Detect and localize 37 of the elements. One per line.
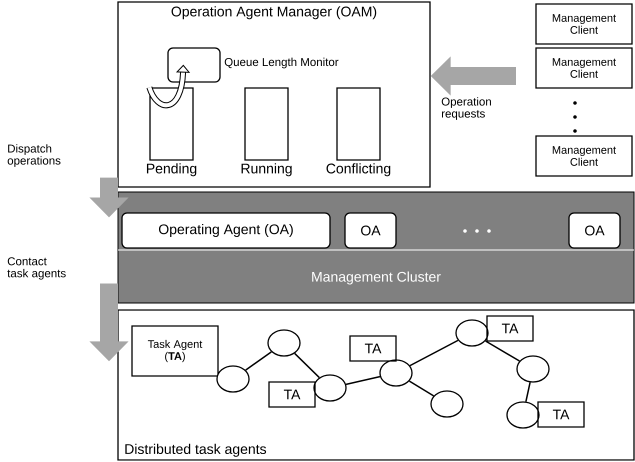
connector-line bbox=[409, 380, 434, 396]
agent-box: OA bbox=[344, 212, 397, 249]
connector-line bbox=[294, 352, 320, 378]
agent-box: Operating Agent (OA) bbox=[121, 212, 331, 249]
node-label: Queue Length Monitor bbox=[224, 58, 338, 68]
agent-circle bbox=[455, 319, 489, 347]
edge-label: Contact task agents bbox=[7, 257, 66, 280]
agent-circle bbox=[516, 355, 550, 383]
connector-line bbox=[525, 382, 531, 402]
node-label: Conflicting bbox=[326, 163, 390, 176]
connector-line bbox=[485, 340, 520, 362]
legend-box: Task Agent (TA) bbox=[131, 325, 219, 377]
agent-label-box: TA bbox=[486, 315, 534, 342]
agent-box: OA bbox=[568, 212, 621, 249]
agent-circle bbox=[313, 374, 347, 402]
agent-circle bbox=[506, 401, 540, 429]
client-box: Management Client bbox=[535, 3, 633, 45]
agent-label-box: TA bbox=[349, 335, 397, 362]
client-box: Management Client bbox=[535, 135, 633, 177]
client-box: Management Client bbox=[535, 47, 633, 89]
edge-label: Dispatch operations bbox=[8, 144, 60, 167]
monitor-box: Queue Length Monitor bbox=[167, 47, 338, 83]
agent-circle bbox=[379, 359, 413, 387]
agent-label-box: TA bbox=[268, 381, 316, 408]
agent-circle bbox=[216, 365, 250, 393]
edge-label: Operation requests bbox=[442, 97, 491, 120]
connector-line bbox=[245, 351, 272, 371]
node-label: Pending bbox=[146, 163, 196, 176]
agent-circle bbox=[430, 390, 464, 418]
connector-line bbox=[410, 340, 458, 366]
agent-label-box: TA bbox=[537, 401, 585, 428]
agent-circle bbox=[267, 329, 301, 357]
queue-box: Running bbox=[242, 87, 292, 176]
queue-box: Pending bbox=[146, 87, 196, 176]
node-label: Running bbox=[242, 163, 292, 176]
connector-line bbox=[346, 376, 380, 386]
queue-box: Conflicting bbox=[326, 87, 390, 176]
